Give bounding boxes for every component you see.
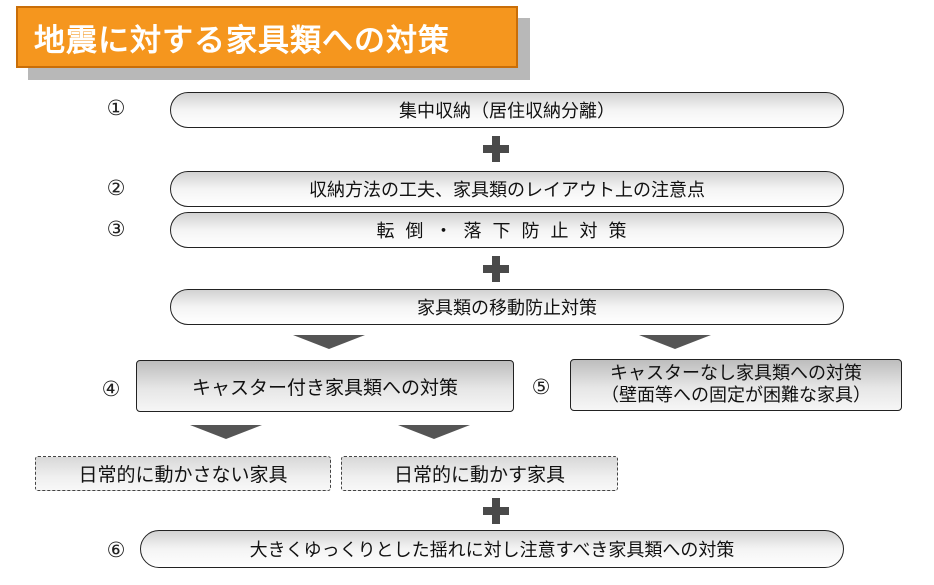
step-number-5: ⑤ [531,375,551,399]
plus-icon [483,256,509,282]
box-without-casters-line2: （壁面等への固定が困難な家具） [601,385,871,406]
step-number-4: ④ [101,377,121,401]
bar-large-slow-shaking: 大きくゆっくりとした揺れに対し注意すべき家具類への対策 [140,530,844,568]
bar-centralized-storage: 集中収納（居住収納分離） [170,92,844,128]
box-without-casters-line1: キャスターなし家具類への対策 [610,363,862,384]
plus-icon [483,498,509,524]
bar-tip-fall-prevention: 転倒・落下防止対策 [170,212,844,248]
step-number-3: ③ [106,217,126,241]
step-number-1: ① [106,96,126,120]
page-title: 地震に対する家具類への対策 [16,6,518,68]
plus-icon [483,136,509,162]
box-with-casters: キャスター付き家具類への対策 [136,360,514,412]
arrow-down-icon [398,425,470,439]
arrow-down-icon [639,335,711,349]
step-number-6: ⑥ [106,538,126,562]
box-rarely-moved-furniture: 日常的に動かさない家具 [35,456,331,491]
bar-movement-prevention: 家具類の移動防止対策 [170,289,844,325]
step-number-2: ② [106,176,126,200]
arrow-down-icon [293,335,365,349]
bar-storage-method: 収納方法の工夫、家具類のレイアウト上の注意点 [170,171,844,207]
arrow-down-icon [190,425,262,439]
box-without-casters: キャスターなし家具類への対策 （壁面等への固定が困難な家具） [570,359,902,411]
box-frequently-moved-furniture: 日常的に動かす家具 [341,456,618,491]
